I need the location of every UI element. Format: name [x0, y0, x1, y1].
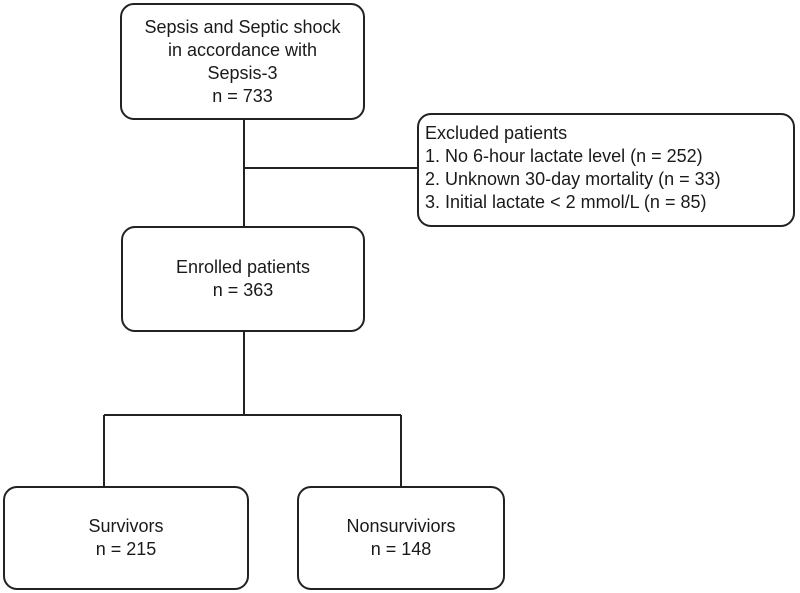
nonsurvivors-box: Nonsurviviors n = 148: [297, 486, 505, 590]
nonsurvivors-count: n = 148: [370, 539, 432, 559]
enrolled-label: Enrolled patients: [175, 257, 311, 277]
excluded-item: 1. No 6-hour lactate level (n = 252): [425, 146, 703, 166]
survivors-box: Survivors n = 215: [3, 486, 249, 590]
survivors-label: Survivors: [88, 516, 164, 536]
sepsis-line-3: Sepsis-3: [207, 62, 278, 83]
sepsis-line-1: Sepsis and Septic shock: [144, 16, 341, 37]
excluded-title: Excluded patients: [425, 123, 568, 143]
excluded-item: 2. Unknown 30-day mortality (n = 33): [425, 169, 721, 189]
enrolled-box: Enrolled patients n = 363: [121, 226, 365, 332]
nonsurvivors-label: Nonsurviviors: [346, 516, 456, 536]
sepsis-line-2: in accordance with: [167, 39, 318, 60]
survivors-count: n = 215: [95, 539, 157, 559]
sepsis-count: n = 733: [212, 85, 273, 106]
enrolled-count: n = 363: [212, 280, 274, 300]
excluded-item: 3. Initial lactate < 2 mmol/L (n = 85): [425, 192, 707, 212]
excluded-box: Excluded patients 1. No 6-hour lactate l…: [417, 113, 795, 227]
sepsis-box: Sepsis and Septic shock in accordance wi…: [120, 3, 365, 120]
